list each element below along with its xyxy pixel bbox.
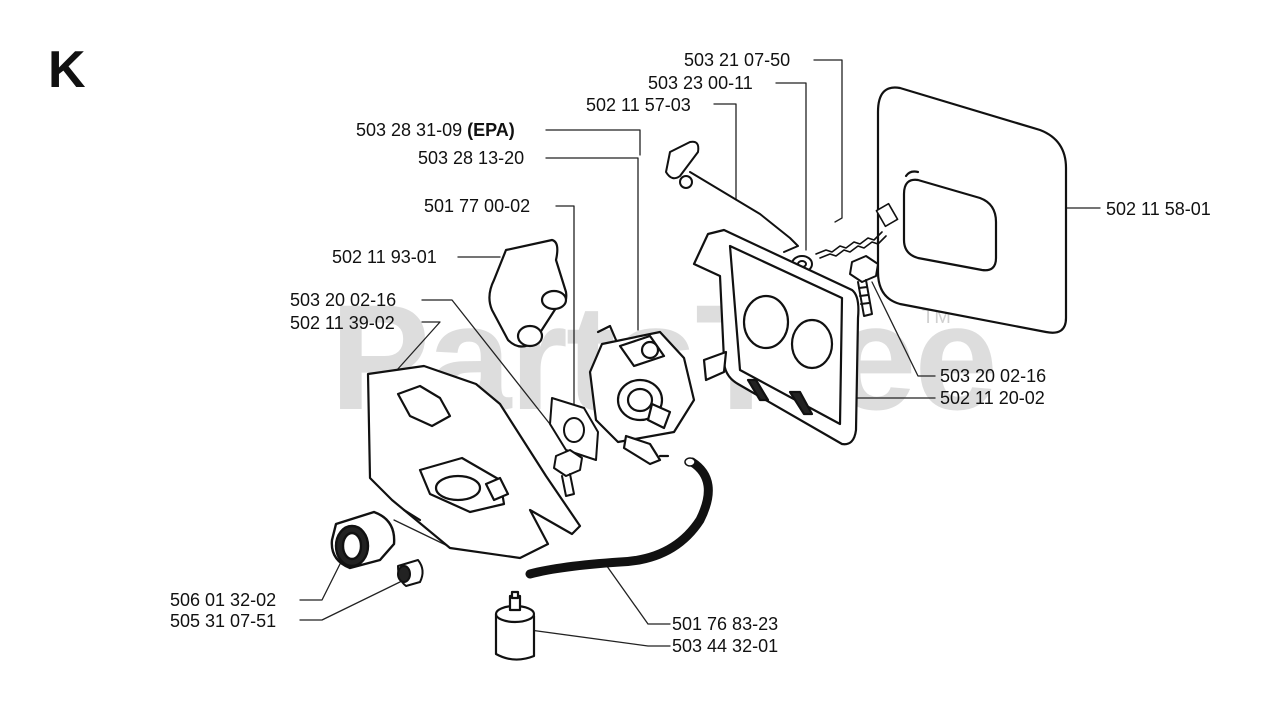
part-number-label[interactable]: 502 11 20-02	[940, 388, 1045, 408]
leader-503-28-31-09	[545, 129, 641, 156]
part-number-label[interactable]: 502 11 57-03	[586, 95, 691, 115]
carburetor-mount-plate-part	[692, 228, 860, 446]
part-number-label[interactable]: 503 44 32-01	[672, 636, 779, 656]
leader-503-44-32-01	[529, 629, 671, 647]
leader-502-11-57-03	[713, 103, 737, 201]
part-number-text: 503 28 31-09	[356, 120, 463, 140]
gasket-part	[549, 397, 599, 461]
fuel-filter-part	[494, 590, 536, 661]
rubber-boot-part	[330, 510, 396, 570]
leader-503-20-02-16-left	[421, 299, 573, 453]
leader-503-20-02-16-right	[871, 281, 936, 377]
air-filter-part	[876, 86, 1068, 334]
part-number-label[interactable]: 502 11 58-01	[1106, 199, 1211, 219]
part-number-label[interactable]: 506 01 32-02	[170, 590, 277, 610]
choke-rod-part	[665, 140, 799, 253]
section-letter: K	[48, 41, 86, 99]
heat-shield-part	[366, 364, 582, 560]
part-number-label[interactable]: 503 28 13-20	[418, 148, 525, 168]
intake-elbow-part	[488, 238, 568, 348]
part-number-label[interactable]: 503 20 02-16	[940, 366, 1047, 386]
part-number-label[interactable]: 503 20 02-16	[290, 290, 397, 310]
part-number-label-epa[interactable]: 503 28 31-09 (EPA)	[356, 120, 515, 140]
part-number-label[interactable]: 501 77 00-02	[424, 196, 531, 216]
leader-502-11-39-02	[387, 321, 441, 381]
leader-503-21-07-50	[813, 59, 843, 223]
bolt-right-part	[849, 255, 879, 317]
leader-501-76-83-23	[603, 561, 671, 625]
leader-503-23-00-11	[775, 82, 807, 251]
part-number-label[interactable]: 501 76 83-23	[672, 614, 779, 634]
epa-tag: (EPA)	[467, 120, 515, 140]
part-number-label[interactable]: 502 11 93-01	[332, 247, 437, 267]
small-sleeve-part	[397, 559, 424, 587]
leader-503-28-13-20	[545, 157, 639, 331]
part-number-label[interactable]: 505 31 07-51	[170, 611, 277, 631]
part-number-label[interactable]: 503 21 07-50	[684, 50, 791, 70]
filter-screw-spring-part	[815, 202, 899, 259]
carburetor-part	[588, 324, 696, 466]
part-number-label[interactable]: 503 23 00-11	[648, 73, 753, 93]
bolt-left-part	[553, 449, 583, 497]
leader-505-31-07-51	[299, 579, 405, 621]
part-number-label[interactable]: 502 11 39-02	[290, 313, 395, 333]
leader-boot-duct	[393, 519, 453, 549]
leader-501-77-00-02	[555, 205, 575, 421]
fuel-hose-part	[525, 457, 713, 579]
